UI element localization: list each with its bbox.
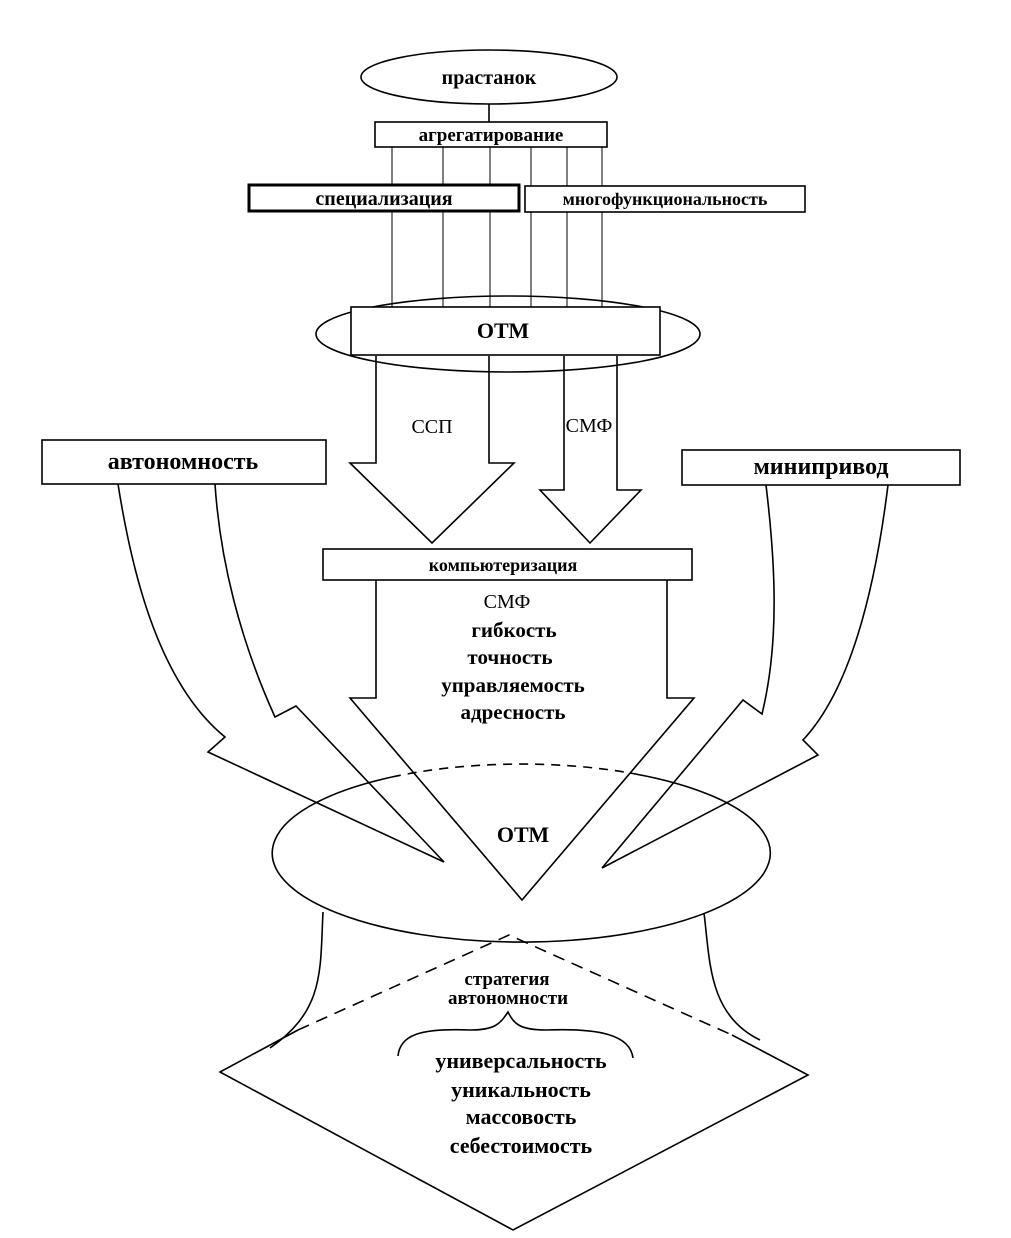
diamond-solid [218,1029,810,1231]
property-upravlyaemost: управляемость [441,673,585,697]
smf-arrow-label: СМФ [566,415,613,437]
mnogofunkcionalnost-label: многофункциональность [563,189,768,209]
kompyuterizaciya-label: компьютеризация [429,555,578,575]
outcome-universalnost: универсальность [435,1048,607,1073]
otm-top-box [350,306,661,356]
property-smf: СМФ [484,591,531,613]
mnogofunkcionalnost-box [524,185,806,213]
strategy-line2: автономности [448,988,568,1009]
otm-bottom-ellipse [271,772,772,943]
otm-top-label: ОТМ [477,318,529,343]
ssp-label: ССП [411,416,452,438]
right-curved-arrow [601,484,889,869]
prastanok-label: прастанок [442,67,537,89]
otm-top-ellipse [315,295,701,373]
brace [397,1010,634,1059]
avtonomnost-box [41,439,327,485]
specializaciya-label: специализация [315,188,452,210]
miniprivod-label: минипривод [753,454,888,480]
kompyuterizaciya-box [322,548,693,581]
connector-lines [391,147,603,308]
otm-bottom-label: ОТМ [497,822,549,847]
agregatirovanie-label: агрегатирование [419,125,564,146]
miniprivod-box [681,449,961,486]
property-tochnost: точность [467,645,552,669]
avtonomnost-label: автономность [108,449,259,475]
property-adresnost: адресность [460,700,565,724]
ssp-arrow [348,356,516,545]
outcome-sebestoimost: себестоимость [450,1133,593,1158]
strategy-line1: стратегия [464,969,549,990]
outcome-unikalnost: уникальность [451,1077,591,1102]
diamond-dashed [297,934,733,1036]
left-curved-arrow [117,483,445,863]
left-leg [269,911,324,1049]
outcome-massovost: массовость [466,1104,577,1129]
agregatirovanie-box [374,121,608,148]
otm-bottom-ellipse-dashed [391,763,631,778]
property-gibkost: гибкость [471,618,556,642]
smf-arrow [538,356,643,545]
right-leg [703,912,761,1041]
central-arrow [348,580,696,902]
specializaciya-box [247,183,521,213]
